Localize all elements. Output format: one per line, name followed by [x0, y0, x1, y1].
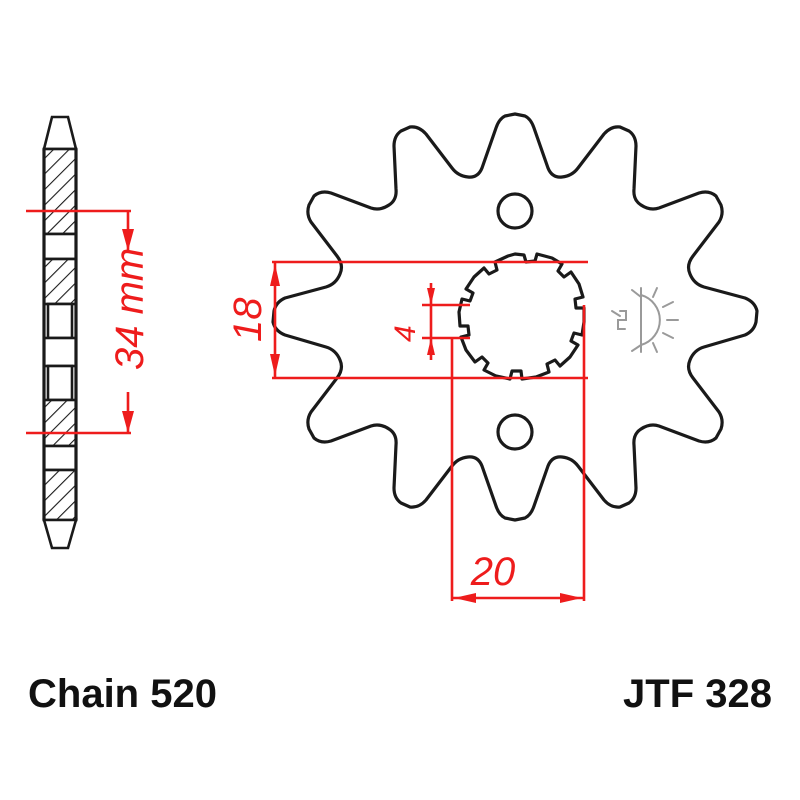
- dim18-arrow-bottom: [270, 354, 280, 376]
- bolt-hole-lower: [496, 413, 534, 451]
- dim4-label: 4: [389, 325, 422, 342]
- section-open-block-1: [42, 232, 78, 261]
- section-tooth-gap-3: [46, 364, 74, 402]
- dimension-spline-depth-4: 4: [389, 283, 470, 360]
- section-tooth-gap-1: [46, 302, 74, 340]
- side-section-view: [42, 115, 78, 550]
- section-tooth-gap-2: [42, 336, 78, 368]
- section-bottom-tip: [42, 518, 78, 550]
- dim34-label: 34 mm: [108, 248, 152, 370]
- dim18-arrow-top: [270, 264, 280, 286]
- section-open-block-2: [42, 444, 78, 472]
- sprocket-tooth-profile: [271, 112, 759, 522]
- dim34-arrow-bottom: [122, 411, 134, 433]
- section-hatch-block-3: [42, 398, 78, 448]
- section-hatch-block-4: [42, 468, 78, 522]
- dim18-label: 18: [226, 297, 270, 342]
- dimension-bore-width-20: 20: [450, 305, 586, 603]
- dim4-arrow-bottom: [427, 338, 435, 355]
- dim4-arrow-top: [427, 288, 435, 305]
- dim20-arrow-right: [560, 593, 582, 603]
- dimension-bore-height-18: 18: [226, 260, 588, 380]
- dimension-thickness-34mm: 34 mm: [26, 209, 152, 435]
- section-hatch-block-2: [42, 257, 78, 306]
- bolt-hole-upper: [496, 192, 534, 230]
- dim20-arrow-left: [454, 593, 476, 603]
- part-number-caption: JTF 328: [623, 672, 772, 716]
- section-hatch-block-1: [42, 147, 78, 236]
- dim34-arrow-top: [122, 229, 134, 251]
- front-view-sprocket: [271, 112, 759, 522]
- detail-marker-icon: [611, 287, 679, 353]
- dim20-label: 20: [470, 550, 516, 594]
- chain-caption: Chain 520: [28, 672, 217, 716]
